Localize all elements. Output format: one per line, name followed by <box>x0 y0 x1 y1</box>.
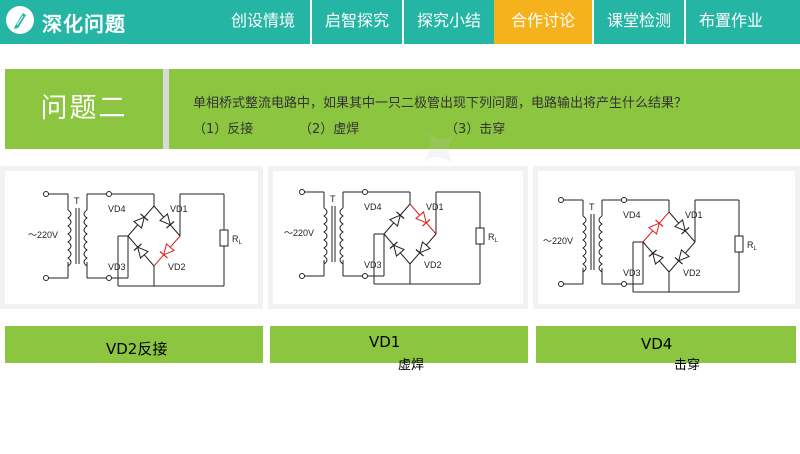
primary-coil <box>67 209 72 267</box>
question-box <box>169 69 800 149</box>
diode-vd2 <box>409 233 437 265</box>
terminal <box>621 281 627 287</box>
diode-vd2 <box>668 241 696 273</box>
diode-vd3 <box>383 233 411 265</box>
diode-vd4 <box>383 203 411 235</box>
diode-vd2 <box>153 235 181 267</box>
option-breakdown: （3）击穿 <box>445 122 506 137</box>
vd2-label: VD2 <box>168 262 186 272</box>
transformer-label: T <box>74 196 80 206</box>
voltage-label: ～220V <box>284 228 314 238</box>
vd3-label: VD3 <box>364 260 382 270</box>
tab-inquiry[interactable]: 启智探究 <box>310 0 402 44</box>
diode-vd1 <box>668 211 696 243</box>
secondary-coil <box>598 215 603 273</box>
diode-vd1 <box>409 203 437 235</box>
load-resistor <box>475 227 485 245</box>
terminal <box>558 281 564 287</box>
tab-cooperative-discussion[interactable]: 合作讨论 <box>494 0 592 44</box>
answer-label-3: VD4 <box>641 335 673 353</box>
option-cold-solder: （2）虚焊 <box>299 122 360 137</box>
vd3-label: VD3 <box>108 262 126 272</box>
answer-label-1: VD2反接 <box>106 340 168 358</box>
answer-sub-3: 击穿 <box>674 358 701 373</box>
section-title: 深化问题 <box>42 12 126 36</box>
vd1-label: VD1 <box>170 204 188 214</box>
answer-box-1 <box>5 326 263 363</box>
tab-homework[interactable]: 布置作业 <box>684 0 776 44</box>
primary-coil <box>323 207 328 265</box>
terminal <box>43 191 49 197</box>
vd1-label: VD1 <box>685 210 703 220</box>
question-label: 问题二 <box>5 69 163 149</box>
terminal <box>362 189 368 195</box>
answer-box-3 <box>536 326 796 363</box>
terminal <box>106 191 112 197</box>
vd2-label: VD2 <box>424 260 442 270</box>
vd4-label: VD4 <box>108 204 126 214</box>
vd4-label: VD4 <box>364 202 382 212</box>
answer-sub-2: 虚焊 <box>398 358 425 373</box>
diode-vd4 <box>642 211 670 243</box>
diode-vd4 <box>127 205 155 237</box>
voltage-label: ～220V <box>28 230 58 240</box>
nav-tabs: 创设情境 启智探究 探究小结 合作讨论 课堂检测 布置作业 <box>216 0 776 44</box>
primary-coil <box>582 215 587 273</box>
load-label: RL <box>488 232 499 244</box>
vd3-label: VD3 <box>623 268 641 278</box>
vd1-label: VD1 <box>426 202 444 212</box>
vd2-label: VD2 <box>683 268 701 278</box>
terminal <box>299 273 305 279</box>
pencil-icon <box>6 6 34 34</box>
tab-classroom-test[interactable]: 课堂检测 <box>592 0 684 44</box>
answer-box-2 <box>270 326 528 363</box>
transformer-label: T <box>330 194 336 204</box>
top-navigation-bar: 深化问题 创设情境 启智探究 探究小结 合作讨论 课堂检测 布置作业 <box>0 0 800 44</box>
diode-vd3 <box>127 235 155 267</box>
tab-summary[interactable]: 探究小结 <box>402 0 494 44</box>
diode-vd3 <box>642 241 670 273</box>
load-label: RL <box>747 240 758 252</box>
secondary-coil <box>339 207 344 265</box>
tab-create-scenario[interactable]: 创设情境 <box>230 11 295 30</box>
load-resistor <box>219 229 229 247</box>
question-text: 单相桥式整流电路中，如果其中一只二极管出现下列问题，电路输出将产生什么结果？ <box>193 96 688 111</box>
terminal <box>106 275 112 281</box>
terminal <box>362 273 368 279</box>
vd4-label: VD4 <box>623 210 641 220</box>
terminal <box>621 197 627 203</box>
terminal <box>43 275 49 281</box>
voltage-label: ～220V <box>543 236 573 246</box>
terminal <box>558 197 564 203</box>
answer-label-2: VD1 <box>369 333 401 351</box>
diode-vd1 <box>153 205 181 237</box>
transformer-label: T <box>589 202 595 212</box>
load-label: RL <box>232 234 243 246</box>
terminal <box>299 189 305 195</box>
secondary-coil <box>83 209 88 267</box>
load-resistor <box>734 235 744 253</box>
option-reverse: （1）反接 <box>193 122 254 137</box>
